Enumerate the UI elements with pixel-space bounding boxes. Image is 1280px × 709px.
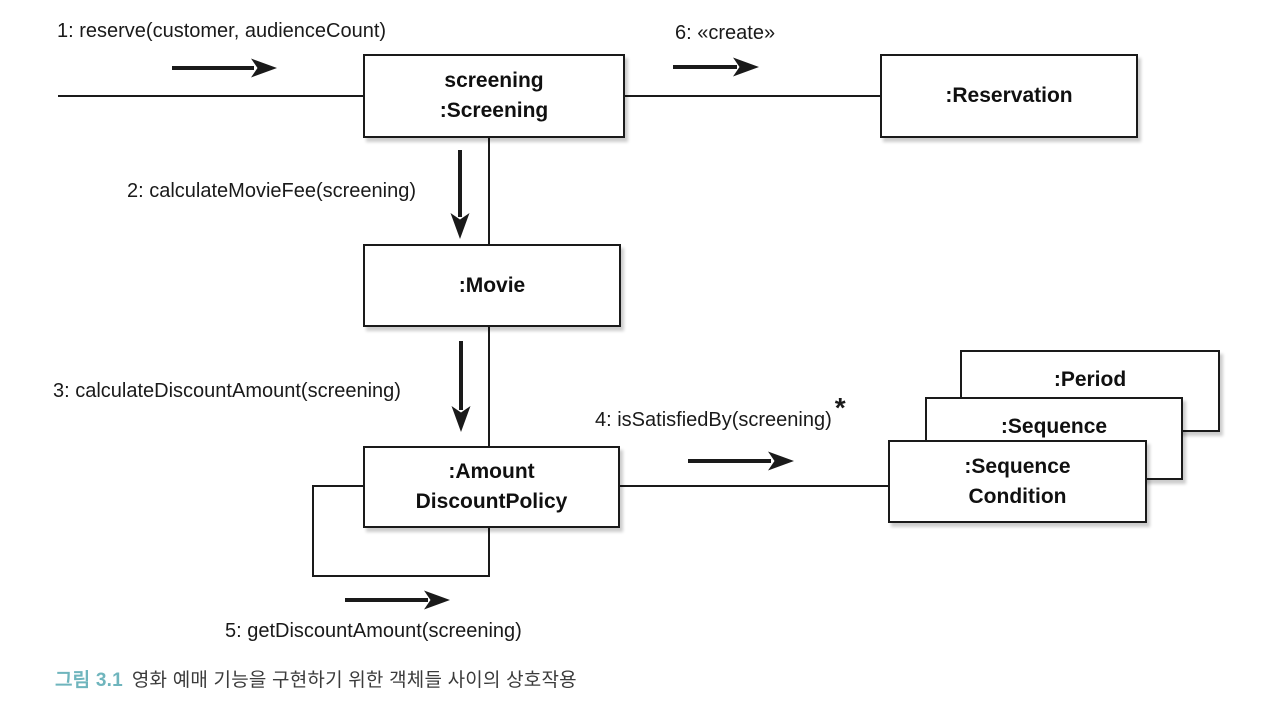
message-6-arrow-icon (673, 57, 759, 77)
object-instance-name: screening (444, 69, 544, 93)
message-1-label: 1: reserve(customer, audienceCount) (57, 20, 387, 42)
figure-caption-text: 영화 예매 기능을 구현하기 위한 객체들 사이의 상호작용 (131, 670, 577, 691)
object-class-name: :Reservation (945, 84, 1073, 108)
object-class-name: :Sequence (964, 454, 1071, 478)
object-box-amount-discount-policy: :Amount DiscountPolicy (363, 446, 620, 528)
object-class-name: DiscountPolicy (415, 490, 568, 513)
message-5-label: 5: getDiscountAmount(screening) (225, 620, 522, 642)
message-6-label: 6: «create» (675, 22, 776, 44)
message-2-arrow-icon (450, 150, 470, 239)
message-5-arrow-icon (345, 590, 450, 610)
object-class-name: :Screening (439, 99, 549, 122)
message-3-label: 3: calculateDiscountAmount(screening) (53, 380, 401, 402)
figure-caption: 그림 3.1 영화 예매 기능을 구현하기 위한 객체들 사이의 상호작용 (55, 665, 577, 692)
message-3-arrow-icon (451, 341, 471, 432)
self-call-loop-line (312, 485, 490, 577)
object-box-reservation: :Reservation (880, 54, 1138, 138)
object-class-name: Condition (968, 484, 1067, 508)
message-2-label: 2: calculateMovieFee(screening) (127, 180, 417, 202)
message-4-arrow-icon (688, 451, 794, 471)
object-class-name: :Sequence (1000, 415, 1108, 438)
object-box-movie: :Movie (363, 244, 621, 327)
message-4-text: 4: isSatisfiedBy(screening) (595, 409, 832, 431)
object-box-screening: screening :Screening (363, 54, 625, 138)
object-class-name: :Amount (448, 460, 535, 484)
object-class-name: :Movie (458, 273, 526, 297)
figure-label: 그림 3.1 (55, 670, 123, 691)
message-4-label: 4: isSatisfiedBy(screening)* (595, 392, 846, 432)
object-class-name: :Period (1053, 368, 1127, 391)
message-1-arrow-icon (172, 58, 277, 78)
object-box-sequence-condition: :Sequence Condition (888, 440, 1147, 523)
